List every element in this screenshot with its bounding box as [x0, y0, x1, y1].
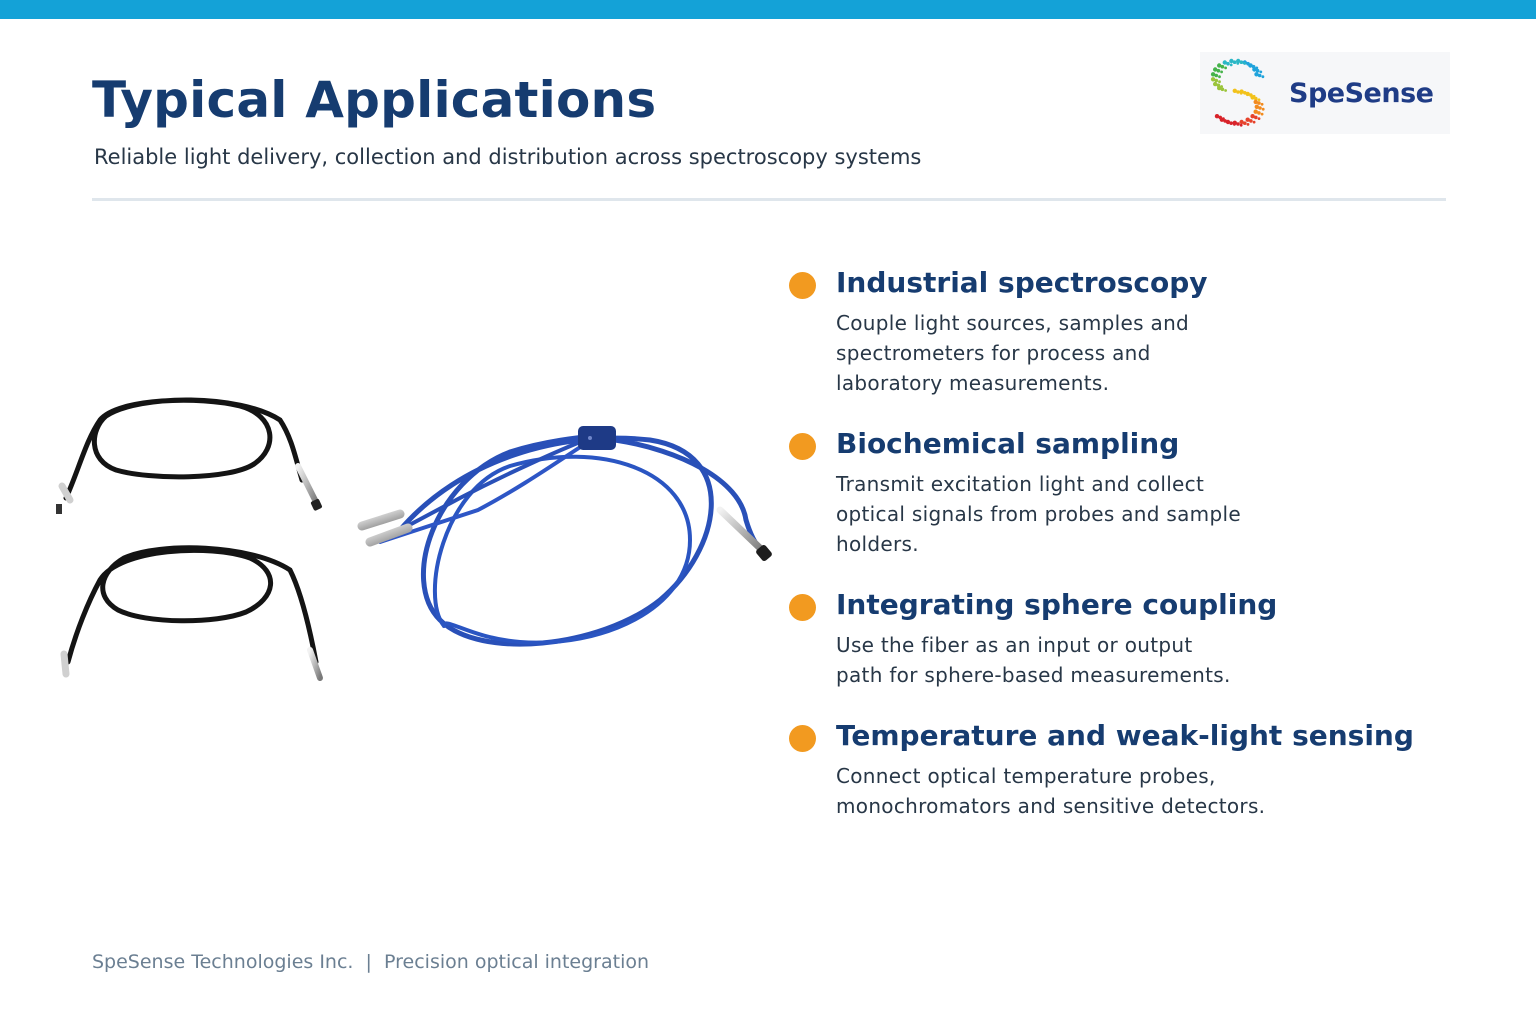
rainbow-dot-s-logo-icon — [1210, 58, 1265, 127]
logo-dot — [1245, 117, 1250, 122]
bullet-dot-icon — [789, 433, 816, 460]
application-description: Connect optical temperature probes, mono… — [836, 764, 1266, 818]
logo-dot — [1229, 58, 1234, 64]
logo-dot — [1216, 68, 1221, 73]
logo-dot — [1226, 61, 1230, 66]
logo-dot — [1260, 112, 1264, 116]
logo-dot — [1217, 63, 1222, 68]
application-title: Industrial spectroscopy — [836, 266, 1208, 299]
footer-text: SpeSense Technologies Inc. | Precision o… — [92, 951, 650, 973]
logo-dot — [1257, 98, 1261, 102]
application-title: Temperature and weak-light sensing — [836, 719, 1414, 752]
logo-dot — [1232, 60, 1237, 64]
application-description: Transmit excitation light and collect op… — [836, 472, 1241, 556]
header-divider — [92, 198, 1446, 201]
logo-dot — [1218, 80, 1221, 84]
logo-dot — [1250, 95, 1255, 100]
logo-dot — [1239, 123, 1243, 127]
logo-wordmark: SpeSense — [1289, 78, 1434, 109]
logo-dot — [1246, 123, 1250, 126]
logo-dot — [1229, 121, 1233, 125]
page-title: Typical Applications — [92, 71, 657, 129]
black-fiber-cable-1 — [56, 397, 322, 514]
logo-dot — [1257, 73, 1262, 78]
logo-dot — [1239, 89, 1244, 94]
logo-dot — [1243, 62, 1246, 65]
application-description: Couple light sources, samples and spectr… — [836, 311, 1190, 395]
logo-dot — [1259, 70, 1263, 74]
logo-dot — [1254, 104, 1259, 109]
logo-dot — [1254, 115, 1258, 120]
logo-dot — [1249, 119, 1253, 123]
application-title: Integrating sphere coupling — [836, 588, 1278, 621]
logo-dot — [1257, 111, 1261, 115]
logo-dot — [1214, 114, 1220, 119]
logo-dot — [1243, 121, 1247, 125]
logo-dot — [1239, 119, 1244, 125]
logo-dot — [1257, 117, 1261, 120]
logo-dot — [1260, 102, 1264, 106]
black-fiber-cable-2 — [60, 545, 323, 681]
logo-dot — [1232, 88, 1237, 93]
logo-dot — [1214, 78, 1219, 83]
logo-dot — [1239, 60, 1244, 64]
logo-dot — [1246, 61, 1250, 66]
logo-dot — [1218, 115, 1222, 120]
logo-dot — [1254, 96, 1258, 101]
logo-dot — [1220, 70, 1223, 74]
logo-dot — [1222, 60, 1227, 65]
logo-dot — [1236, 90, 1240, 94]
logo-dot — [1214, 73, 1219, 78]
logo-dot — [1253, 109, 1258, 114]
logo-dot — [1258, 106, 1262, 110]
logo-dot — [1210, 72, 1216, 77]
bullet-dot-icon — [789, 725, 816, 752]
bullet-dot-icon — [789, 594, 816, 621]
logo-dot — [1223, 119, 1227, 123]
logo-dot — [1233, 123, 1236, 126]
logo-dot — [1236, 62, 1240, 65]
logo-dot — [1220, 64, 1225, 69]
logo-dot — [1249, 63, 1253, 67]
page-subtitle: Reliable light delivery, collection and … — [94, 145, 922, 169]
logo-dot — [1217, 85, 1222, 91]
logo-dot — [1261, 107, 1265, 111]
logo-dot — [1250, 114, 1255, 119]
logo-dot — [1220, 87, 1225, 92]
blue-bifurcated-fiber-cable — [357, 426, 772, 647]
application-title: Biochemical sampling — [836, 427, 1180, 460]
logo-dot — [1213, 81, 1218, 87]
logo-dot — [1224, 89, 1227, 92]
logo-dot — [1210, 77, 1216, 82]
logo-dot — [1236, 122, 1240, 126]
logo-dot — [1255, 66, 1259, 70]
bullet-dot-icon — [789, 272, 816, 299]
logo-dot — [1226, 120, 1230, 124]
logo-dot — [1236, 58, 1241, 64]
fiber-cables-illustration — [56, 397, 772, 681]
logo-dot — [1224, 66, 1227, 70]
logo-dot — [1253, 99, 1258, 105]
logo-dot — [1229, 63, 1233, 67]
logo-dot — [1251, 64, 1256, 69]
logo-dot — [1255, 68, 1260, 73]
logo-dot — [1254, 72, 1259, 77]
logo-dot — [1222, 117, 1225, 120]
logo-dot — [1218, 75, 1221, 79]
logo-dot — [1245, 91, 1250, 97]
logo-dot — [1213, 67, 1218, 72]
logo-dot — [1252, 120, 1256, 124]
logo-dot — [1257, 101, 1261, 105]
logo-dot — [1261, 75, 1265, 79]
application-description: Use the fiber as an input or output path… — [836, 633, 1231, 687]
company-logo: SpeSense — [1200, 52, 1450, 134]
top-accent-bar — [0, 0, 1536, 19]
